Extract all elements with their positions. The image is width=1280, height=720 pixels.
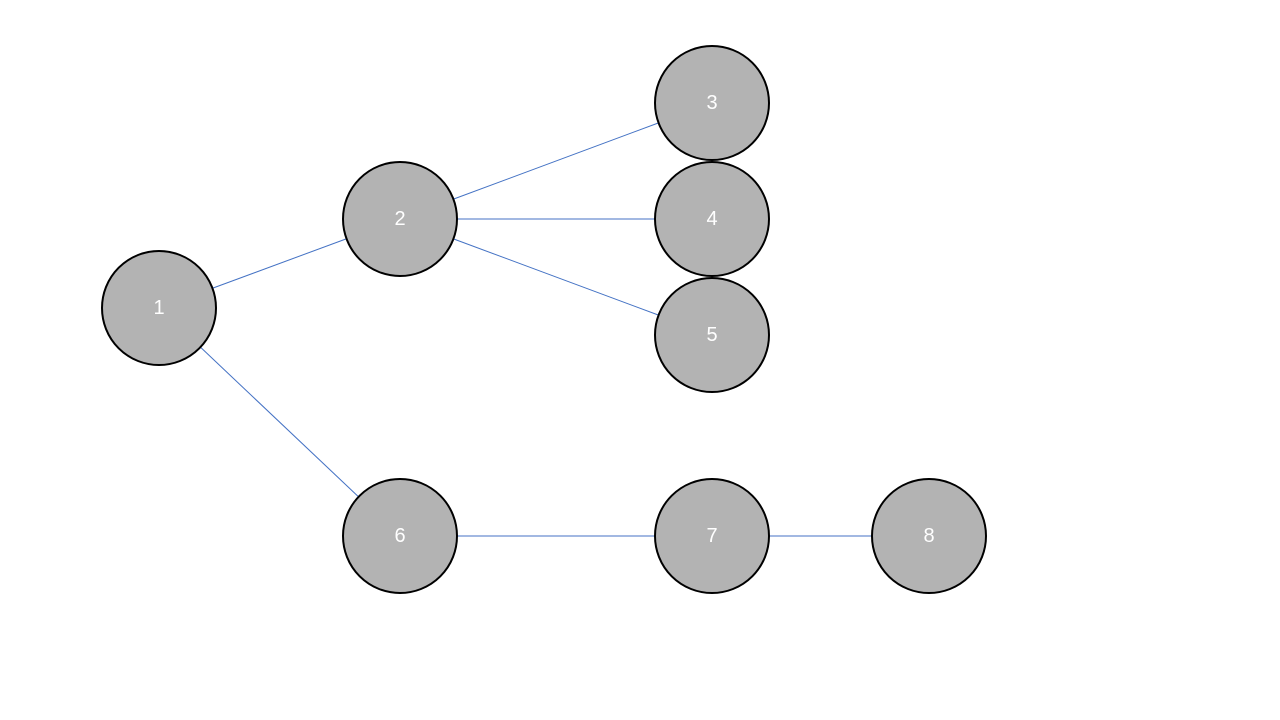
edge-1-6	[200, 346, 359, 498]
edge-2-5	[453, 238, 659, 316]
node-circle[interactable]	[342, 161, 458, 277]
node-circle[interactable]	[342, 478, 458, 594]
node-label: 5	[706, 324, 717, 346]
node-circle[interactable]	[654, 277, 770, 393]
node-label: 2	[394, 208, 405, 230]
node-label: 1	[153, 297, 164, 319]
node-circle[interactable]	[101, 250, 217, 366]
edge-2-3	[453, 122, 659, 200]
node-label: 3	[706, 92, 717, 114]
node-5[interactable]: 5	[654, 277, 770, 393]
nodes-layer: 1 2 3 4 5 6 7 8	[101, 45, 987, 594]
node-circle[interactable]	[654, 478, 770, 594]
node-2[interactable]: 2	[342, 161, 458, 277]
node-label: 6	[394, 525, 405, 547]
edges-layer	[200, 122, 872, 537]
node-circle[interactable]	[654, 161, 770, 277]
node-8[interactable]: 8	[871, 478, 987, 594]
node-1[interactable]: 1	[101, 250, 217, 366]
node-7[interactable]: 7	[654, 478, 770, 594]
node-3[interactable]: 3	[654, 45, 770, 161]
node-label: 7	[706, 525, 717, 547]
node-4[interactable]: 4	[654, 161, 770, 277]
node-circle[interactable]	[654, 45, 770, 161]
edge-1-2	[212, 238, 347, 289]
node-circle[interactable]	[871, 478, 987, 594]
node-label: 8	[923, 525, 934, 547]
node-6[interactable]: 6	[342, 478, 458, 594]
node-label: 4	[706, 208, 717, 230]
